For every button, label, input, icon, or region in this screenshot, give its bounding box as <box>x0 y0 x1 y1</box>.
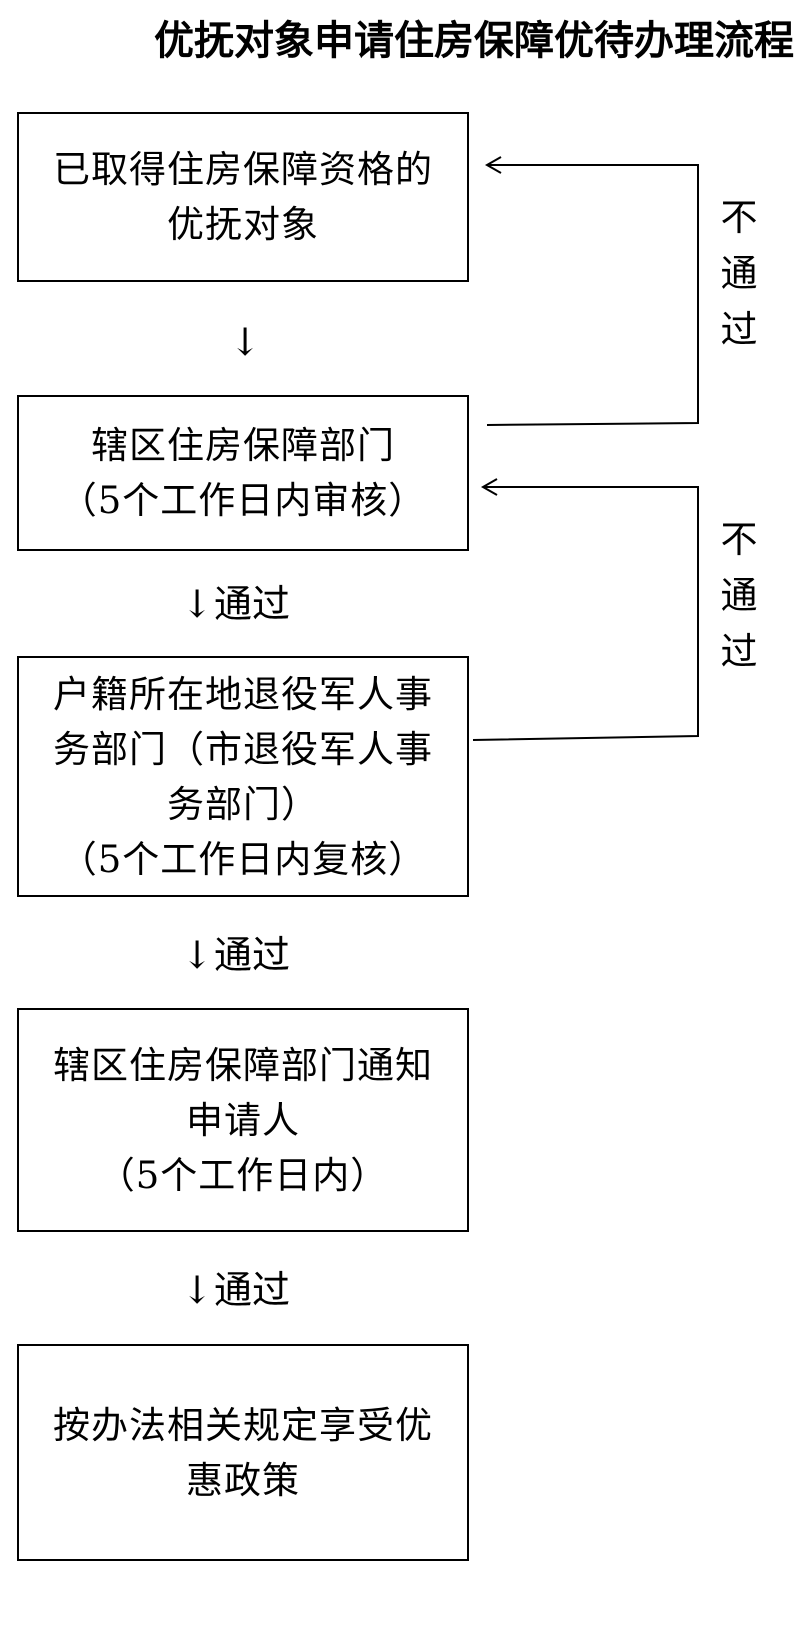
down-arrow-icon: ↓ <box>229 320 261 364</box>
flow-step-veterans-affairs-recheck: 户籍所在地退役军人事 务部门（市退役军人事 务部门） （5个工作日内复核） <box>17 656 469 897</box>
step-2-line-2: （5个工作日内审核） <box>59 479 427 522</box>
flow-step-notify-applicant: 辖区住房保障部门通知 申请人 （5个工作日内） <box>17 1008 469 1232</box>
fail-char-3: 过 <box>720 308 758 351</box>
flow-step-eligible-applicant: 已取得住房保障资格的 优抚对象 <box>17 112 469 282</box>
fail-label-1: 不 通 过 <box>714 190 764 358</box>
down-arrow-icon: ↓ <box>181 582 213 626</box>
title-text: 优抚对象申请住房保障优待办理流程 <box>154 17 794 64</box>
fail-char-2: 通 <box>720 574 758 617</box>
pass-label: 通过 <box>214 1268 291 1312</box>
feedback-loop-2-line <box>472 486 699 741</box>
down-arrow-icon: ↓ <box>181 1268 213 1312</box>
fail-char-3: 过 <box>720 630 758 673</box>
step-4-line-1: 辖区住房保障部门通知 <box>53 1043 433 1087</box>
fail-char-1: 不 <box>720 196 758 239</box>
page-title: 优抚对象申请住房保障优待办理流程 <box>0 6 800 76</box>
fail-char-1: 不 <box>720 518 758 561</box>
feedback-loop-2-arrowhead <box>480 478 498 496</box>
down-arrow-icon: ↓ <box>181 933 213 977</box>
step-3-line-1: 户籍所在地退役军人事 <box>53 672 433 716</box>
step-4-line-3: （5个工作日内） <box>97 1153 389 1197</box>
step-5-line-1: 按办法相关规定享受优 <box>53 1403 433 1447</box>
feedback-loop-1-arrowhead <box>484 156 502 174</box>
down-arrow-4: ↓通过 <box>180 1260 380 1320</box>
down-arrow-1: ↓ <box>228 312 428 372</box>
step-3-line-4: （5个工作日内复核） <box>59 837 427 881</box>
fail-char-2: 通 <box>720 252 758 295</box>
feedback-loop-1-line <box>486 164 699 426</box>
fail-label-2: 不 通 过 <box>714 512 764 680</box>
step-1-line-1: 已取得住房保障资格的 <box>53 148 433 191</box>
step-1-line-2: 优抚对象 <box>167 203 319 246</box>
step-4-line-2: 申请人 <box>186 1098 300 1142</box>
flow-step-district-housing-review: 辖区住房保障部门 （5个工作日内审核） <box>17 395 469 551</box>
step-3-line-3: 务部门） <box>167 782 319 826</box>
down-arrow-2: ↓通过 <box>180 574 380 634</box>
flow-step-enjoy-preferential-policy: 按办法相关规定享受优 惠政策 <box>17 1344 469 1561</box>
down-arrow-3: ↓通过 <box>180 925 380 985</box>
step-5-line-2: 惠政策 <box>186 1458 300 1502</box>
step-2-line-1: 辖区住房保障部门 <box>91 424 395 467</box>
pass-label: 通过 <box>214 933 291 977</box>
step-3-line-2: 务部门（市退役军人事 <box>53 727 433 771</box>
pass-label: 通过 <box>214 582 291 626</box>
